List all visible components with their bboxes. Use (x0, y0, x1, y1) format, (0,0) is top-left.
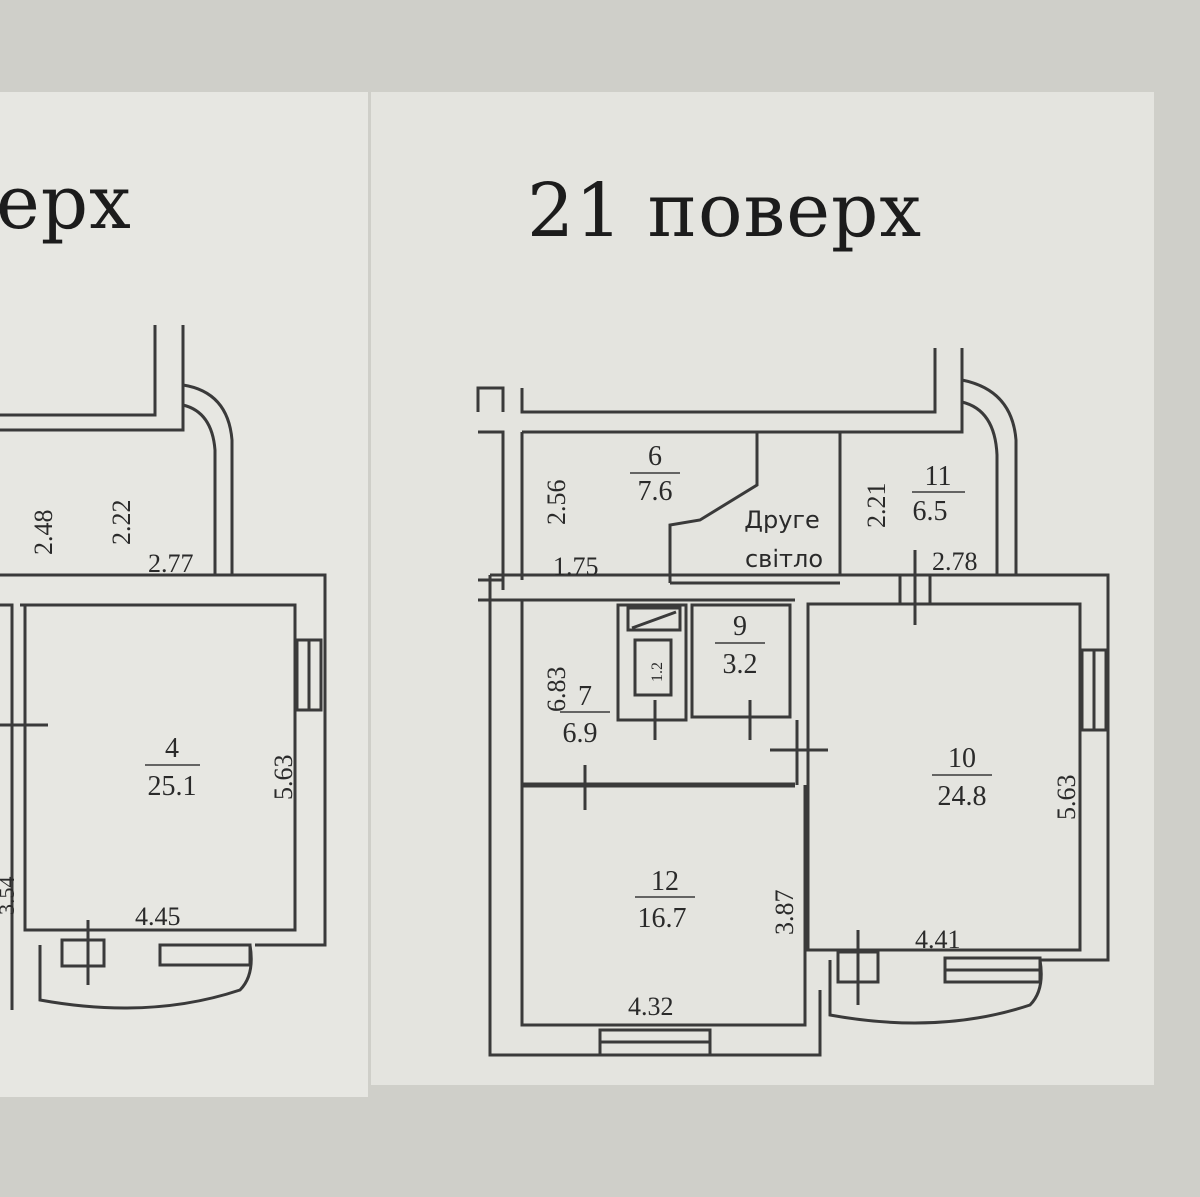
room-9-area: 3.2 (723, 649, 758, 680)
dim-2-56: 2.56 (542, 480, 571, 526)
dim-4-41: 4.41 (915, 925, 961, 954)
room-12-area: 16.7 (638, 903, 687, 934)
room-11-area: 6.5 (913, 496, 948, 527)
left-dim-2-77: 2.77 (148, 549, 194, 578)
room-6-area: 7.6 (638, 476, 673, 507)
dim-1-75: 1.75 (553, 552, 599, 581)
room-9-number: 9 (733, 611, 747, 642)
dim-4-32: 4.32 (628, 992, 674, 1021)
closet-label: 1.2 (649, 662, 666, 682)
dim-2-78: 2.78 (932, 547, 978, 576)
second-light-line1: Друге (744, 506, 820, 534)
room-6-number: 6 (648, 441, 662, 472)
left-plan-title: ерх (0, 160, 132, 246)
floor-title: 21 поверх (527, 168, 923, 254)
left-dim-2-22: 2.22 (107, 500, 136, 546)
left-dim-5-63: 5.63 (269, 755, 298, 801)
left-dim-3-54: 3.54 (0, 877, 19, 916)
room-4-area: 25.1 (148, 771, 197, 802)
room-7-area: 6.9 (563, 718, 598, 749)
room-10-number: 10 (948, 743, 976, 774)
dim-3-87: 3.87 (770, 890, 799, 936)
dim-2-21: 2.21 (862, 483, 891, 529)
room-10-area: 24.8 (938, 781, 987, 812)
left-dim-4-45: 4.45 (135, 902, 181, 931)
left-dim-2-48: 2.48 (29, 510, 58, 556)
room-4-number: 4 (165, 733, 179, 764)
room-12-number: 12 (651, 866, 679, 897)
dim-5-63: 5.63 (1052, 775, 1081, 821)
dim-6-83: 6.83 (542, 667, 571, 713)
room-11-number: 11 (925, 461, 952, 492)
second-light-line2: світло (745, 545, 823, 573)
room-7-number: 7 (578, 681, 592, 712)
